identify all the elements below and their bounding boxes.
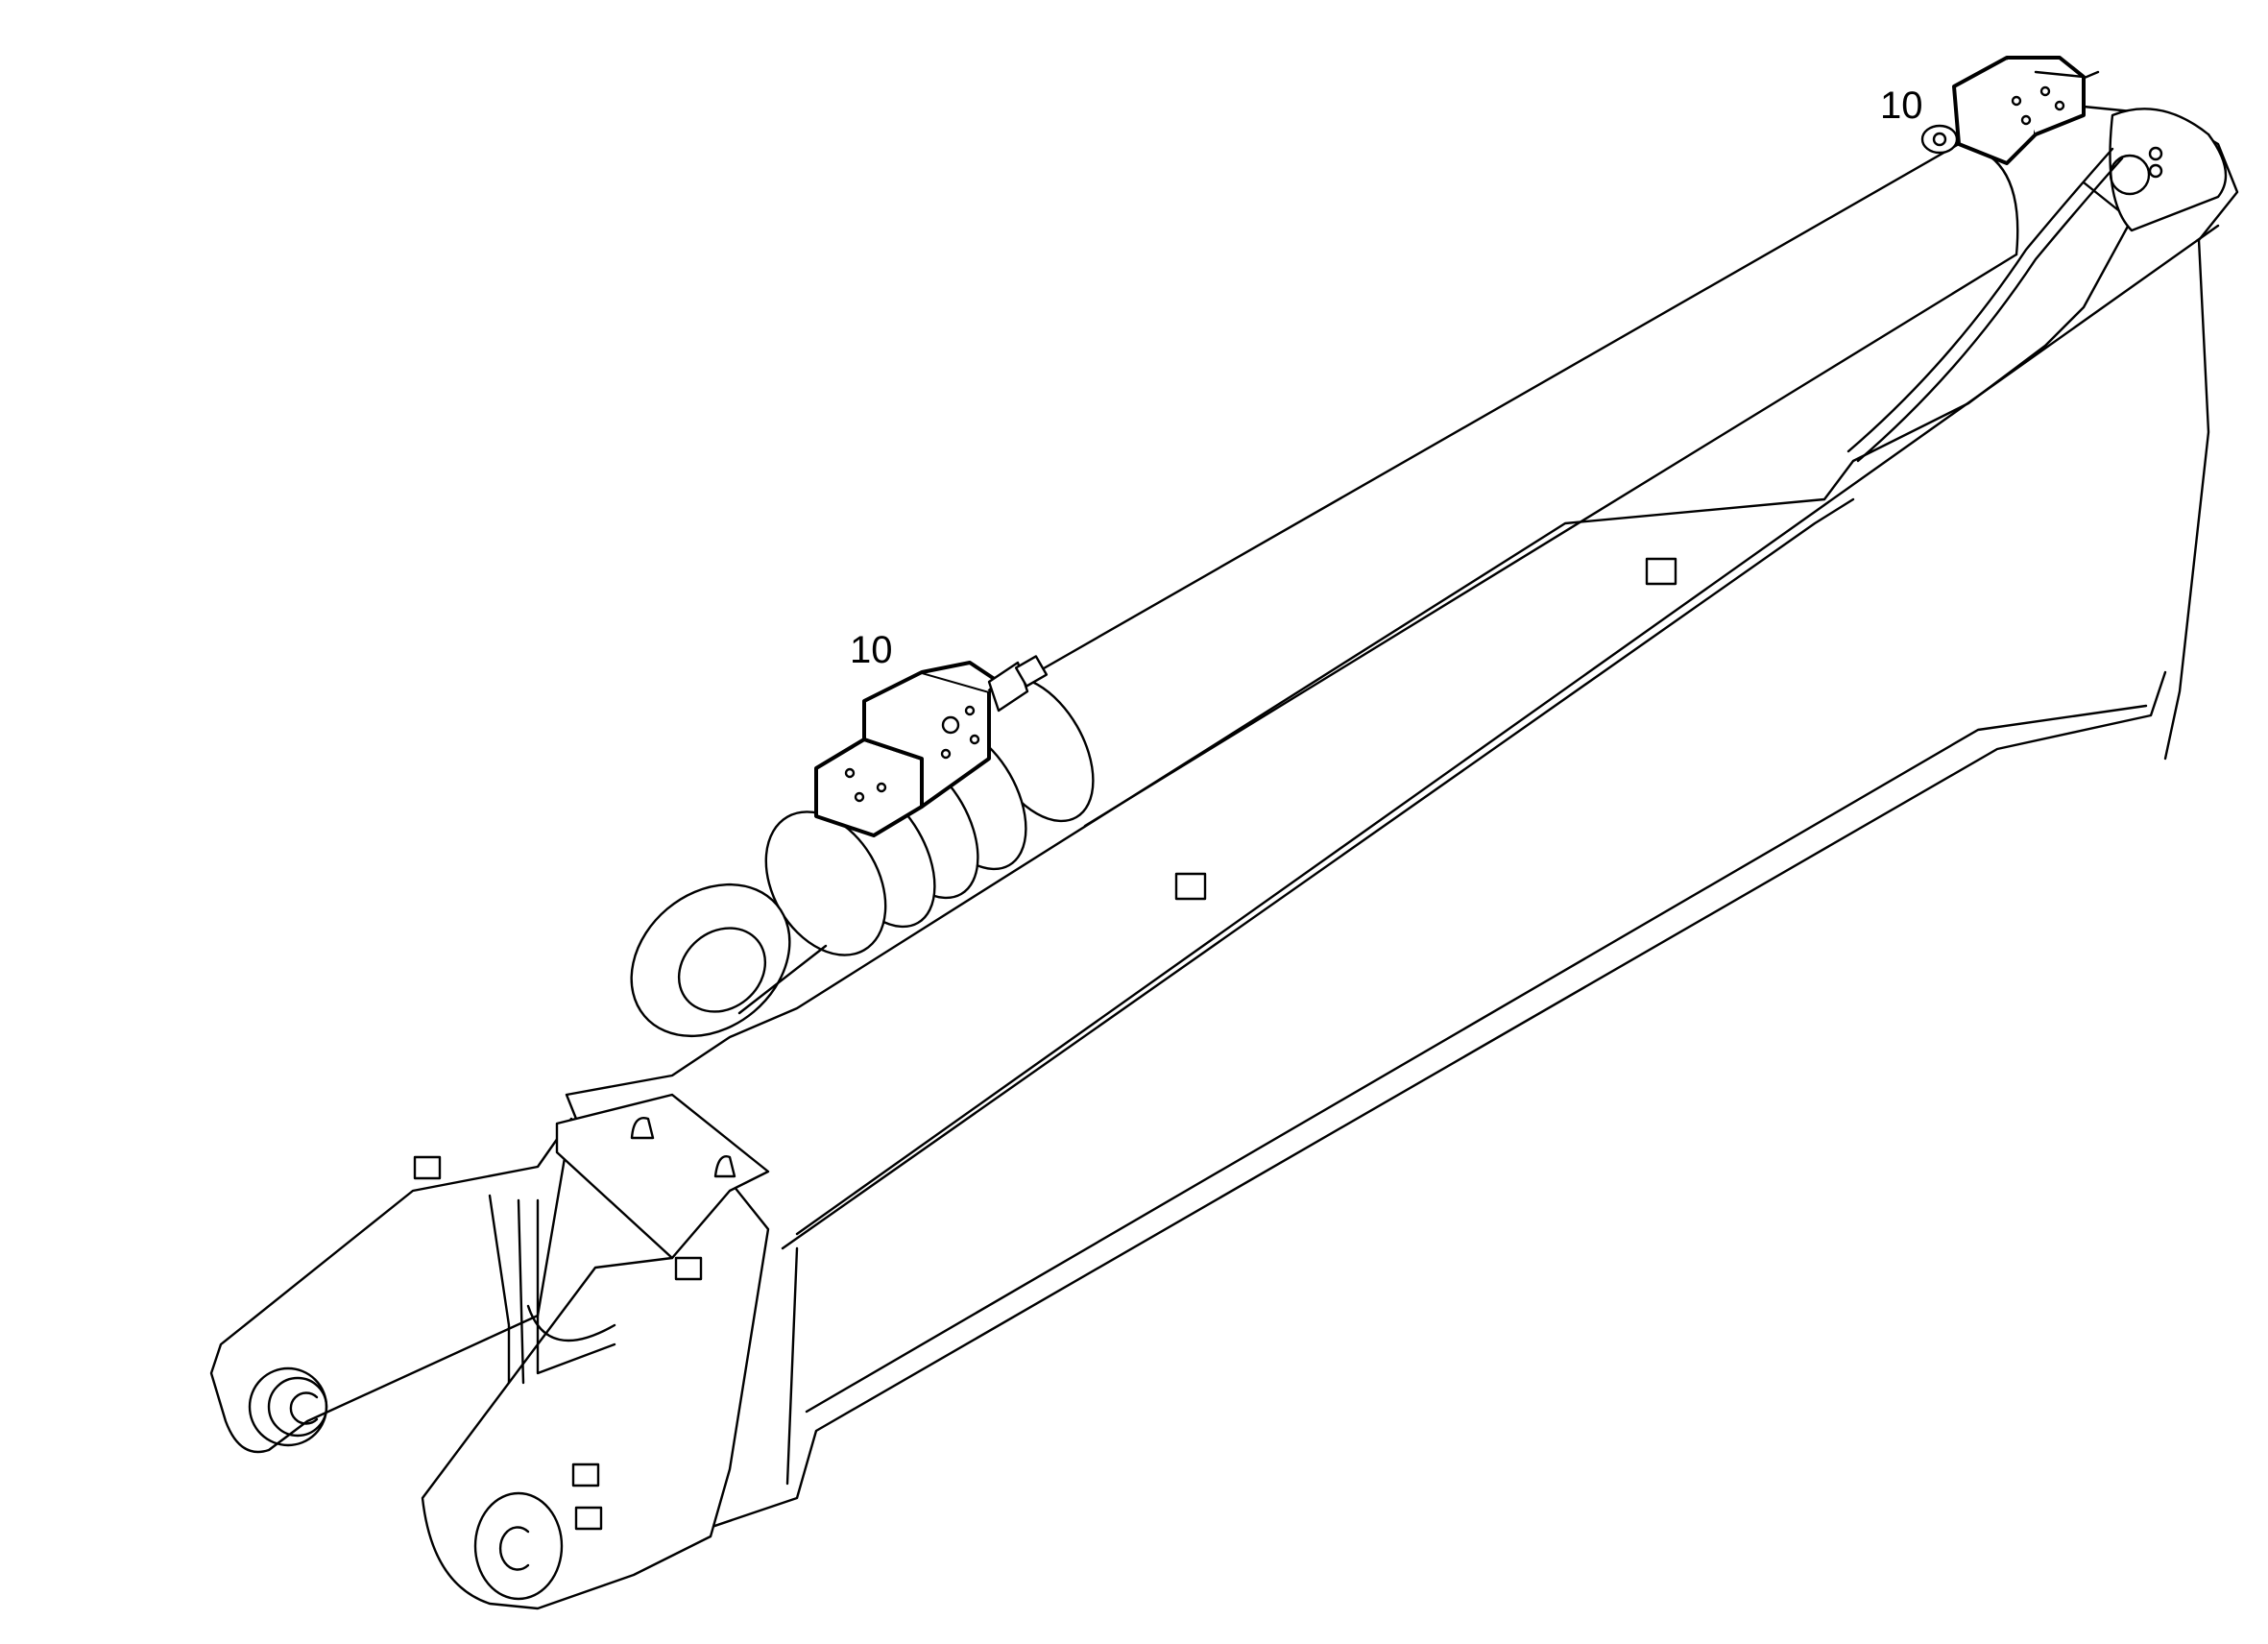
weld-mark: [574, 1506, 603, 1531]
valve-block-upper: [1920, 56, 2086, 165]
boom-foot-lug-front: [421, 1179, 770, 1610]
callout-upper: 10: [1880, 85, 1923, 127]
valve-block-lower: [814, 655, 1049, 837]
callout-lower: 10: [850, 629, 893, 671]
boom: [209, 104, 2239, 1610]
weld-mark: [674, 1256, 703, 1281]
boom-nose-pin-hole: [2109, 154, 2151, 196]
weld-mark: [1174, 872, 1207, 901]
boom-foot-lug-rear: [209, 1117, 573, 1454]
hydraulic-cylinder: [630, 70, 2124, 1038]
boom-nose-plate: [2109, 108, 2228, 232]
weld-mark: [571, 1463, 600, 1487]
rod-end-eye: [630, 882, 791, 1038]
weld-mark: [413, 1155, 442, 1180]
weld-mark: [1645, 557, 1677, 586]
